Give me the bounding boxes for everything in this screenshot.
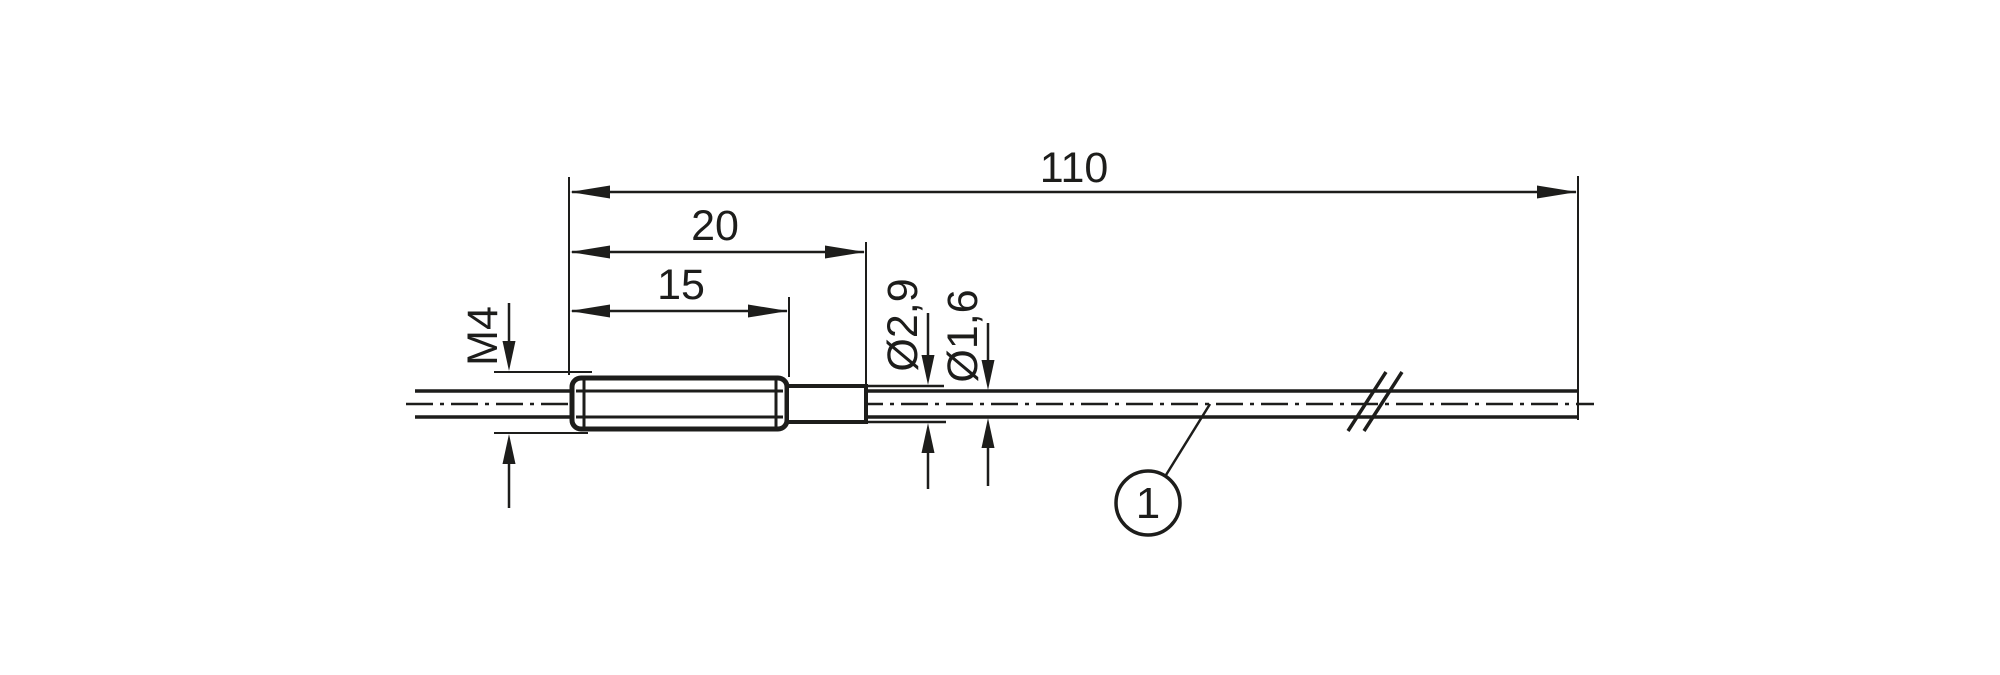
arrowhead-right-icon: [825, 245, 865, 259]
dimension-label-110: 110: [1040, 144, 1109, 192]
dimension-label-15: 15: [657, 261, 705, 309]
dimension-label-m4: M4: [459, 306, 507, 366]
thread-outer-contour: [569, 375, 790, 432]
cable-left: [415, 389, 574, 419]
dimension-thread-length: 15: [570, 261, 790, 377]
dimension-collar-diameter: Ø2,9: [866, 278, 946, 489]
break-slash-1: [1346, 371, 1388, 432]
break-slash-2: [1362, 371, 1404, 432]
arrowhead-right-icon: [748, 304, 788, 318]
callout-leader-line: [1164, 403, 1212, 476]
dimension-label-dia-2-9: Ø2,9: [879, 278, 927, 371]
break-symbol: [1346, 371, 1404, 432]
arrowhead-left-icon: [570, 304, 610, 318]
dimension-label-20: 20: [691, 202, 739, 250]
arrowhead-up-icon: [921, 423, 935, 453]
dimension-overall-length: 110: [568, 144, 1579, 420]
arrowhead-right-icon: [1537, 185, 1577, 199]
dimension-label-dia-1-6: Ø1,6: [939, 289, 987, 382]
dimension-head-length: 20: [570, 202, 867, 385]
dimension-probe-diameter: Ø1,6: [939, 289, 995, 486]
threaded-body: [569, 375, 790, 432]
arrowhead-down-icon: [981, 360, 995, 390]
arrowhead-down-icon: [502, 341, 516, 371]
arrowhead-down-icon: [921, 355, 935, 385]
probe-tube: [866, 389, 1578, 419]
part-outline: [406, 371, 1594, 432]
dimension-thread-size: M4: [459, 303, 592, 508]
callout-1-label: 1: [1136, 479, 1160, 528]
callout-1: 1: [1114, 403, 1212, 537]
arrowhead-up-icon: [502, 434, 516, 464]
arrowhead-left-icon: [570, 185, 610, 199]
callout-1-circle: [1114, 469, 1182, 537]
arrowhead-up-icon: [981, 418, 995, 448]
collar: [785, 384, 868, 424]
arrowhead-left-icon: [570, 245, 610, 259]
